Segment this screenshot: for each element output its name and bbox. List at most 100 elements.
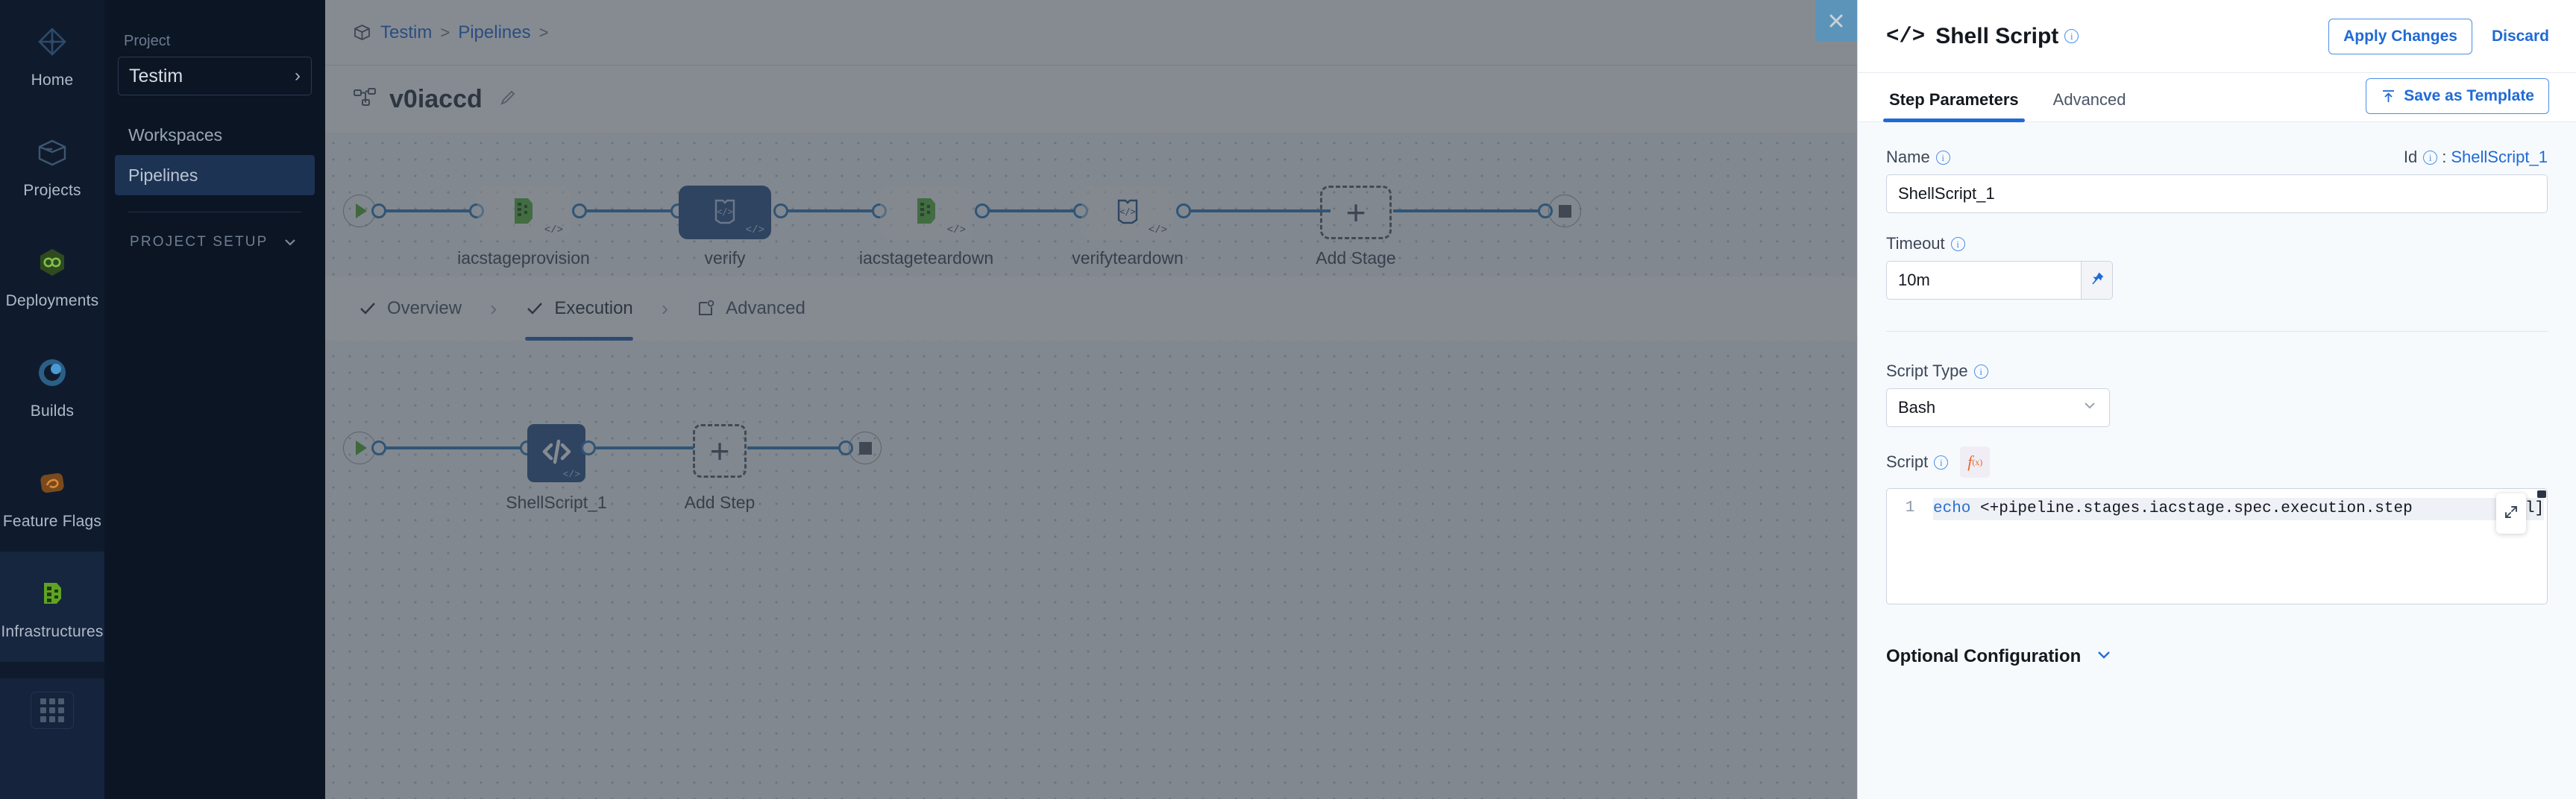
verify-shield-icon: </> bbox=[710, 196, 740, 230]
script-type-label-text: Script Type bbox=[1886, 361, 1968, 380]
timeout-label: Timeout i bbox=[1886, 234, 1965, 253]
nav-item-builds[interactable]: Builds bbox=[0, 331, 104, 441]
check-icon-2 bbox=[527, 303, 543, 315]
stage-badge-2: </> bbox=[745, 224, 764, 236]
timeout-pin-button[interactable] bbox=[2082, 261, 2113, 300]
tab-advanced-panel[interactable]: Advanced bbox=[2052, 90, 2126, 109]
stage-badge-4: </> bbox=[1148, 224, 1167, 236]
nav-item-deployments[interactable]: Deployments bbox=[0, 221, 104, 331]
info-icon-title[interactable]: i bbox=[2064, 29, 2079, 43]
discard-button[interactable]: Discard bbox=[2491, 27, 2549, 45]
wire-segment-6 bbox=[1393, 209, 1542, 212]
info-icon-script-type[interactable]: i bbox=[1973, 364, 1988, 379]
code-icon-panel: </> bbox=[1886, 24, 1926, 48]
nav-item-projects-label: Projects bbox=[23, 181, 81, 199]
nav-item-feature-flags[interactable]: Feature Flags bbox=[0, 441, 104, 552]
tab-execution-label: Execution bbox=[554, 298, 633, 318]
plus-icon: + bbox=[1345, 192, 1366, 232]
script-code-line: echo <+pipeline.stages.iacstage.spec.exe… bbox=[1933, 498, 2545, 520]
tab-overview-label: Overview bbox=[387, 298, 462, 318]
close-panel-button[interactable] bbox=[1815, 0, 1857, 42]
timeout-input[interactable] bbox=[1886, 261, 2082, 300]
optional-configuration-label: Optional Configuration bbox=[1886, 645, 2082, 666]
infra-nodes-icon bbox=[32, 573, 72, 613]
step-start-port[interactable] bbox=[371, 440, 386, 455]
info-icon-script[interactable]: i bbox=[1934, 455, 1949, 470]
info-icon-timeout[interactable]: i bbox=[1950, 236, 1965, 251]
nav-item-home[interactable]: Home bbox=[0, 0, 104, 110]
name-input-wrap bbox=[1886, 174, 2548, 213]
pin-icon bbox=[2089, 271, 2105, 291]
info-icon-name[interactable]: i bbox=[1935, 150, 1950, 165]
tab-advanced[interactable]: Advanced bbox=[685, 277, 817, 341]
project-selector-value: Testim bbox=[129, 65, 183, 86]
id-label: Id bbox=[2403, 148, 2418, 166]
add-step-label: Add Step bbox=[684, 493, 755, 512]
breadcrumb-item-pipelines[interactable]: Pipelines bbox=[458, 22, 531, 42]
sidebar-section-project-setup[interactable]: PROJECT SETUP bbox=[118, 227, 312, 257]
panel-header: </> Shell Script i Apply Changes Discard bbox=[1858, 0, 2576, 73]
stage-start-port[interactable] bbox=[371, 203, 386, 218]
nav-item-projects[interactable]: Projects bbox=[0, 110, 104, 221]
tab-step-parameters[interactable]: Step Parameters bbox=[1883, 90, 2025, 122]
stop-icon bbox=[1548, 195, 1581, 227]
name-input[interactable] bbox=[1886, 174, 2548, 213]
step-end-node bbox=[849, 432, 882, 464]
stage-node-iacstageprovision[interactable]: </> iacstageprovision bbox=[457, 186, 590, 268]
nav-item-infrastructures[interactable]: Infrastructures bbox=[0, 552, 104, 662]
stage-node-iacstageteardown[interactable]: </> iacstageteardown bbox=[859, 186, 993, 268]
script-label-text: Script bbox=[1886, 452, 1929, 471]
editor-expand-button[interactable] bbox=[2496, 493, 2526, 534]
script-editor[interactable]: 1 echo <+pipeline.stages.iacstage.spec.e… bbox=[1886, 488, 2548, 604]
panel-body: Name i Id i : ShellScript_1 Timeout i bbox=[1858, 122, 2576, 799]
chevron-down-icon-select bbox=[2082, 397, 2098, 418]
step-label-shellscript-1: ShellScript_1 bbox=[506, 493, 607, 512]
timeout-row: Timeout i bbox=[1886, 234, 2548, 253]
script-expression-toggle[interactable]: f(x) bbox=[1960, 446, 1991, 478]
step-wire-3 bbox=[747, 446, 840, 449]
step-node-shellscript-1[interactable]: </> ShellScript_1 bbox=[506, 424, 607, 512]
sidebar-item-pipelines-label: Pipelines bbox=[128, 165, 198, 185]
app-grid-button[interactable] bbox=[31, 692, 74, 729]
step-wire-1 bbox=[385, 446, 522, 449]
script-keyword: echo bbox=[1933, 500, 1971, 517]
project-selector[interactable]: Testim › bbox=[118, 57, 312, 95]
save-as-template-button[interactable]: Save as Template bbox=[2366, 78, 2549, 114]
optional-configuration-toggle[interactable]: Optional Configuration bbox=[1886, 645, 2548, 668]
stage-node-verifyteardown[interactable]: </> </> verifyteardown bbox=[1072, 186, 1184, 268]
sidebar-item-workspaces[interactable]: Workspaces bbox=[115, 115, 315, 155]
pencil-icon[interactable] bbox=[497, 88, 518, 112]
sidebar-item-pipelines[interactable]: Pipelines bbox=[115, 155, 315, 195]
script-type-select[interactable]: Bash bbox=[1886, 388, 2110, 427]
breadcrumb-item-testim[interactable]: Testim bbox=[380, 22, 433, 42]
add-stage-button[interactable]: + Add Stage bbox=[1316, 186, 1396, 268]
name-label: Name i bbox=[1886, 148, 1950, 167]
editor-code-area[interactable]: echo <+pipeline.stages.iacstage.spec.exe… bbox=[1933, 489, 2547, 604]
svg-text:</>: </> bbox=[1119, 206, 1136, 217]
box-icon bbox=[32, 132, 72, 172]
stage-badge-3: </> bbox=[946, 224, 966, 236]
script-type-row: Script Type i bbox=[1886, 361, 2548, 381]
tab-execution[interactable]: Execution bbox=[513, 277, 644, 341]
check-icon bbox=[360, 303, 375, 315]
apply-changes-button[interactable]: Apply Changes bbox=[2328, 18, 2472, 54]
nav-item-builds-label: Builds bbox=[30, 402, 75, 420]
pipeline-nodes-icon bbox=[352, 85, 377, 114]
editor-scrollbar[interactable] bbox=[2536, 489, 2547, 604]
tab-overview[interactable]: Overview bbox=[346, 277, 474, 341]
wire-segment-2 bbox=[585, 209, 673, 212]
id-value: ShellScript_1 bbox=[2451, 148, 2548, 166]
info-icon-id[interactable]: i bbox=[2423, 150, 2438, 165]
builds-circle-icon bbox=[32, 353, 72, 393]
expand-icon bbox=[2503, 504, 2519, 524]
svg-text:</>: </> bbox=[717, 206, 733, 217]
infra-green-icon-2 bbox=[913, 196, 940, 230]
add-step-button[interactable]: + Add Step bbox=[685, 424, 755, 512]
stage-node-verify[interactable]: </> </> verify bbox=[679, 186, 771, 268]
page-title: v0iaccd bbox=[389, 85, 483, 113]
nav-item-home-label: Home bbox=[31, 71, 74, 89]
app-grid-icon bbox=[40, 698, 64, 722]
step-id-display: Id i : ShellScript_1 bbox=[2404, 148, 2548, 167]
wire-segment-3 bbox=[786, 209, 874, 212]
stage-label-verifyteardown: verifyteardown bbox=[1072, 248, 1184, 268]
